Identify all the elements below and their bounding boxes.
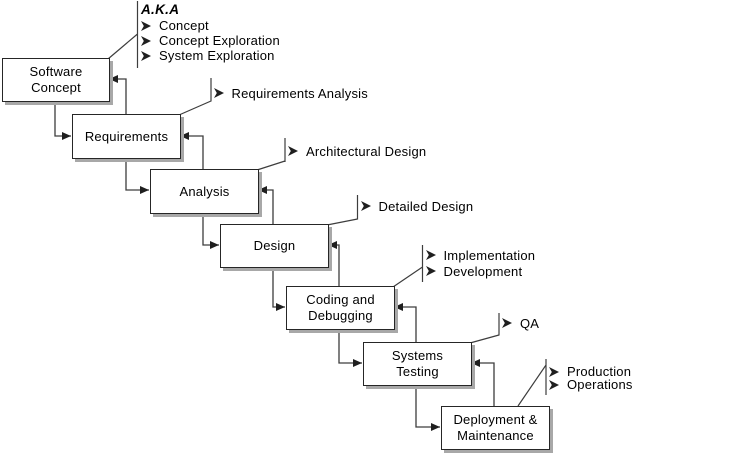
feedback-arrow-design-to-analysis bbox=[258, 186, 274, 224]
stage-label-deployment-maintenance: Deployment & Maintenance bbox=[453, 412, 538, 443]
callout-production-operations: Production Operations bbox=[549, 364, 633, 392]
forward-connectors bbox=[54, 100, 440, 431]
forward-arrow-software-concept-to-requirements bbox=[54, 100, 71, 140]
callout-item: Requirements Analysis bbox=[213, 85, 368, 101]
callout-line-detailed-design bbox=[326, 195, 359, 226]
feedback-arrow-analysis-to-requirements bbox=[180, 132, 204, 169]
feedback-arrow-systems-testing-to-coding bbox=[394, 303, 417, 342]
forward-arrow-analysis-to-design bbox=[202, 212, 219, 249]
callout-item-label: Operations bbox=[567, 377, 633, 392]
callout-qa: QA bbox=[502, 315, 540, 331]
arrowhead-bullet-icon bbox=[549, 366, 559, 377]
arrowhead-bullet-icon bbox=[425, 250, 436, 260]
callout-line-qa bbox=[469, 313, 500, 344]
callout-item-label: Detailed Design bbox=[378, 198, 474, 214]
callout-leader-lines bbox=[107, 1, 547, 407]
callout-item-label: Development bbox=[443, 263, 523, 279]
stage-box-requirements: Requirements bbox=[72, 114, 181, 159]
callout-item: Concept Exploration bbox=[141, 33, 280, 48]
arrowhead-bullet-icon bbox=[141, 35, 151, 46]
arrowhead-bullet-icon bbox=[288, 146, 298, 156]
callout-line-requirements-analysis bbox=[178, 78, 212, 116]
callout-item: Implementation bbox=[425, 247, 536, 263]
callout-item: System Exploration bbox=[141, 48, 280, 63]
callout-implementation-development: Implementation Development bbox=[425, 247, 536, 279]
callout-item-label: Concept bbox=[159, 18, 209, 33]
stage-label-design: Design bbox=[253, 238, 296, 253]
stage-box-analysis: Analysis bbox=[150, 169, 259, 214]
callout-architectural-design: Architectural Design bbox=[288, 143, 427, 159]
stage-label-analysis: Analysis bbox=[179, 183, 230, 199]
callout-item-label: Production bbox=[567, 364, 632, 379]
stage-label-coding-debugging: Coding and Debugging bbox=[306, 292, 375, 323]
callout-detailed-design: Detailed Design bbox=[360, 198, 474, 214]
stage-box-coding-debugging: Coding and Debugging bbox=[286, 286, 395, 330]
arrowhead-bullet-icon bbox=[502, 318, 512, 328]
callout-item: QA bbox=[502, 315, 540, 331]
forward-arrow-systems-testing-to-deployment bbox=[415, 384, 440, 431]
callout-item-label: System Exploration bbox=[159, 48, 275, 63]
callout-line-implementation bbox=[392, 245, 424, 288]
stage-box-software-concept: Software Concept bbox=[2, 58, 110, 102]
arrowhead-bullet-icon bbox=[141, 20, 151, 31]
forward-arrow-requirements-to-analysis bbox=[125, 157, 149, 194]
callout-item-label: Requirements Analysis bbox=[231, 85, 368, 101]
callout-item: Operations bbox=[549, 377, 633, 392]
stage-box-systems-testing: Systems Testing bbox=[363, 342, 472, 386]
stage-label-requirements: Requirements bbox=[84, 128, 169, 144]
callout-item: Production bbox=[549, 364, 633, 379]
callout-line-architectural-design bbox=[256, 138, 286, 171]
arrowhead-bullet-icon bbox=[549, 379, 559, 390]
forward-arrow-coding-to-systems-testing bbox=[338, 328, 362, 367]
callout-line-production bbox=[517, 359, 547, 407]
feedback-arrow-deployment-to-systems-testing bbox=[471, 359, 495, 406]
arrowhead-bullet-icon bbox=[213, 88, 224, 98]
callout-line-aka bbox=[107, 1, 139, 68]
callout-item-label: Concept Exploration bbox=[159, 33, 280, 48]
callout-item-label: Architectural Design bbox=[306, 143, 427, 159]
callout-item: Detailed Design bbox=[360, 198, 474, 214]
arrowhead-bullet-icon bbox=[141, 50, 151, 61]
stage-label-systems-testing: Systems Testing bbox=[391, 348, 444, 379]
feedback-arrow-coding-to-design bbox=[328, 241, 340, 286]
arrowhead-bullet-icon bbox=[360, 201, 371, 211]
feedback-connectors bbox=[109, 75, 495, 406]
callout-item-label: Implementation bbox=[443, 247, 536, 263]
callout-requirements-analysis: Requirements Analysis bbox=[213, 85, 368, 101]
callout-item: Architectural Design bbox=[288, 143, 427, 159]
callout-item-label: QA bbox=[520, 315, 540, 331]
stage-label-software-concept: Software Concept bbox=[29, 64, 83, 95]
forward-arrow-design-to-coding bbox=[272, 266, 285, 311]
stage-box-design: Design bbox=[220, 224, 329, 268]
stage-box-deployment-maintenance: Deployment & Maintenance bbox=[441, 406, 550, 450]
feedback-arrow-requirements-to-software-concept bbox=[109, 75, 127, 114]
arrowhead-bullet-icon bbox=[425, 266, 436, 276]
callout-item: Concept bbox=[141, 18, 280, 33]
callout-aka-header: A.K.A bbox=[141, 2, 180, 17]
callout-aka-list: Concept Concept Exploration System Explo… bbox=[141, 18, 280, 63]
callout-item: Development bbox=[425, 263, 536, 279]
